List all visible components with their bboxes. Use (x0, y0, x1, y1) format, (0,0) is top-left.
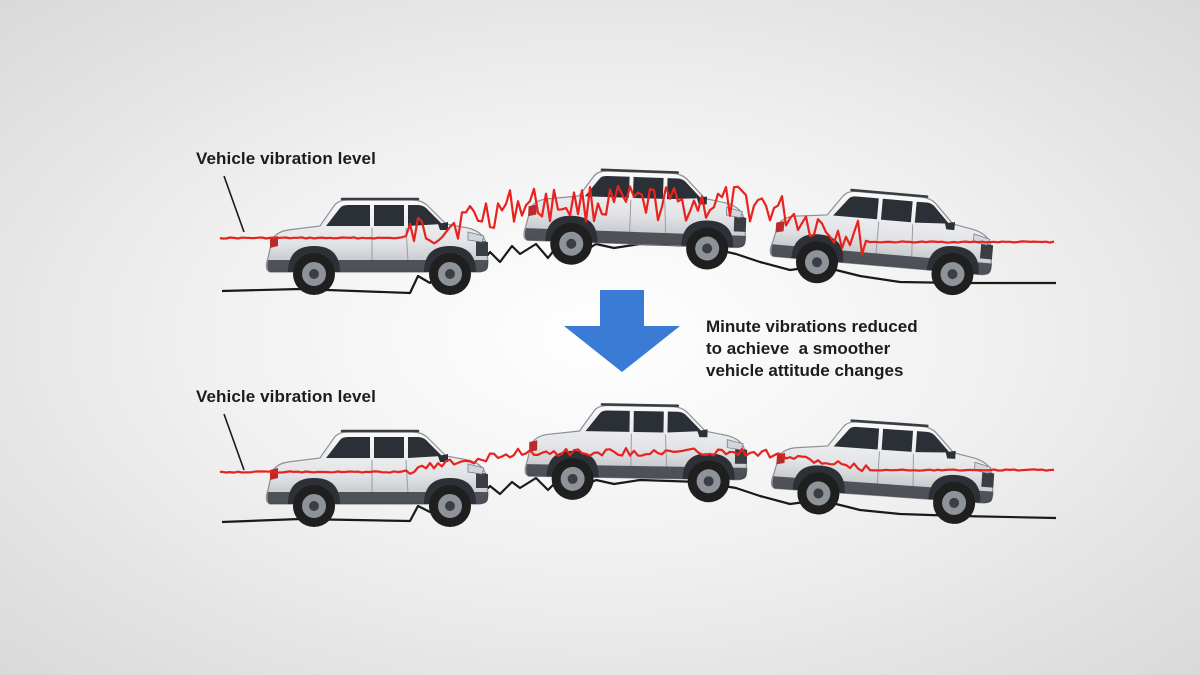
bottom-panel (219, 401, 1057, 529)
caption-line: vehicle attitude changes (706, 361, 904, 380)
bottom-vibration-line (219, 447, 1055, 475)
bottom-label-pointer (223, 413, 245, 471)
caption-line: Minute vibrations reduced (706, 317, 918, 336)
bottom-vehicle-1 (265, 429, 490, 529)
top-vibration-line (219, 185, 1055, 256)
top-vehicle-1 (265, 197, 490, 297)
top-vibration-label: Vehicle vibration level (196, 149, 376, 168)
top-vehicle-2 (521, 165, 750, 273)
down-arrow (564, 290, 680, 372)
top-panel (219, 165, 1056, 300)
result-caption: Minute vibrations reduced to achieve a s… (706, 316, 918, 382)
top-label-pointer (223, 175, 245, 233)
caption-line: to achieve a smoother (706, 339, 891, 358)
bottom-vibration-label: Vehicle vibration level (196, 387, 376, 406)
